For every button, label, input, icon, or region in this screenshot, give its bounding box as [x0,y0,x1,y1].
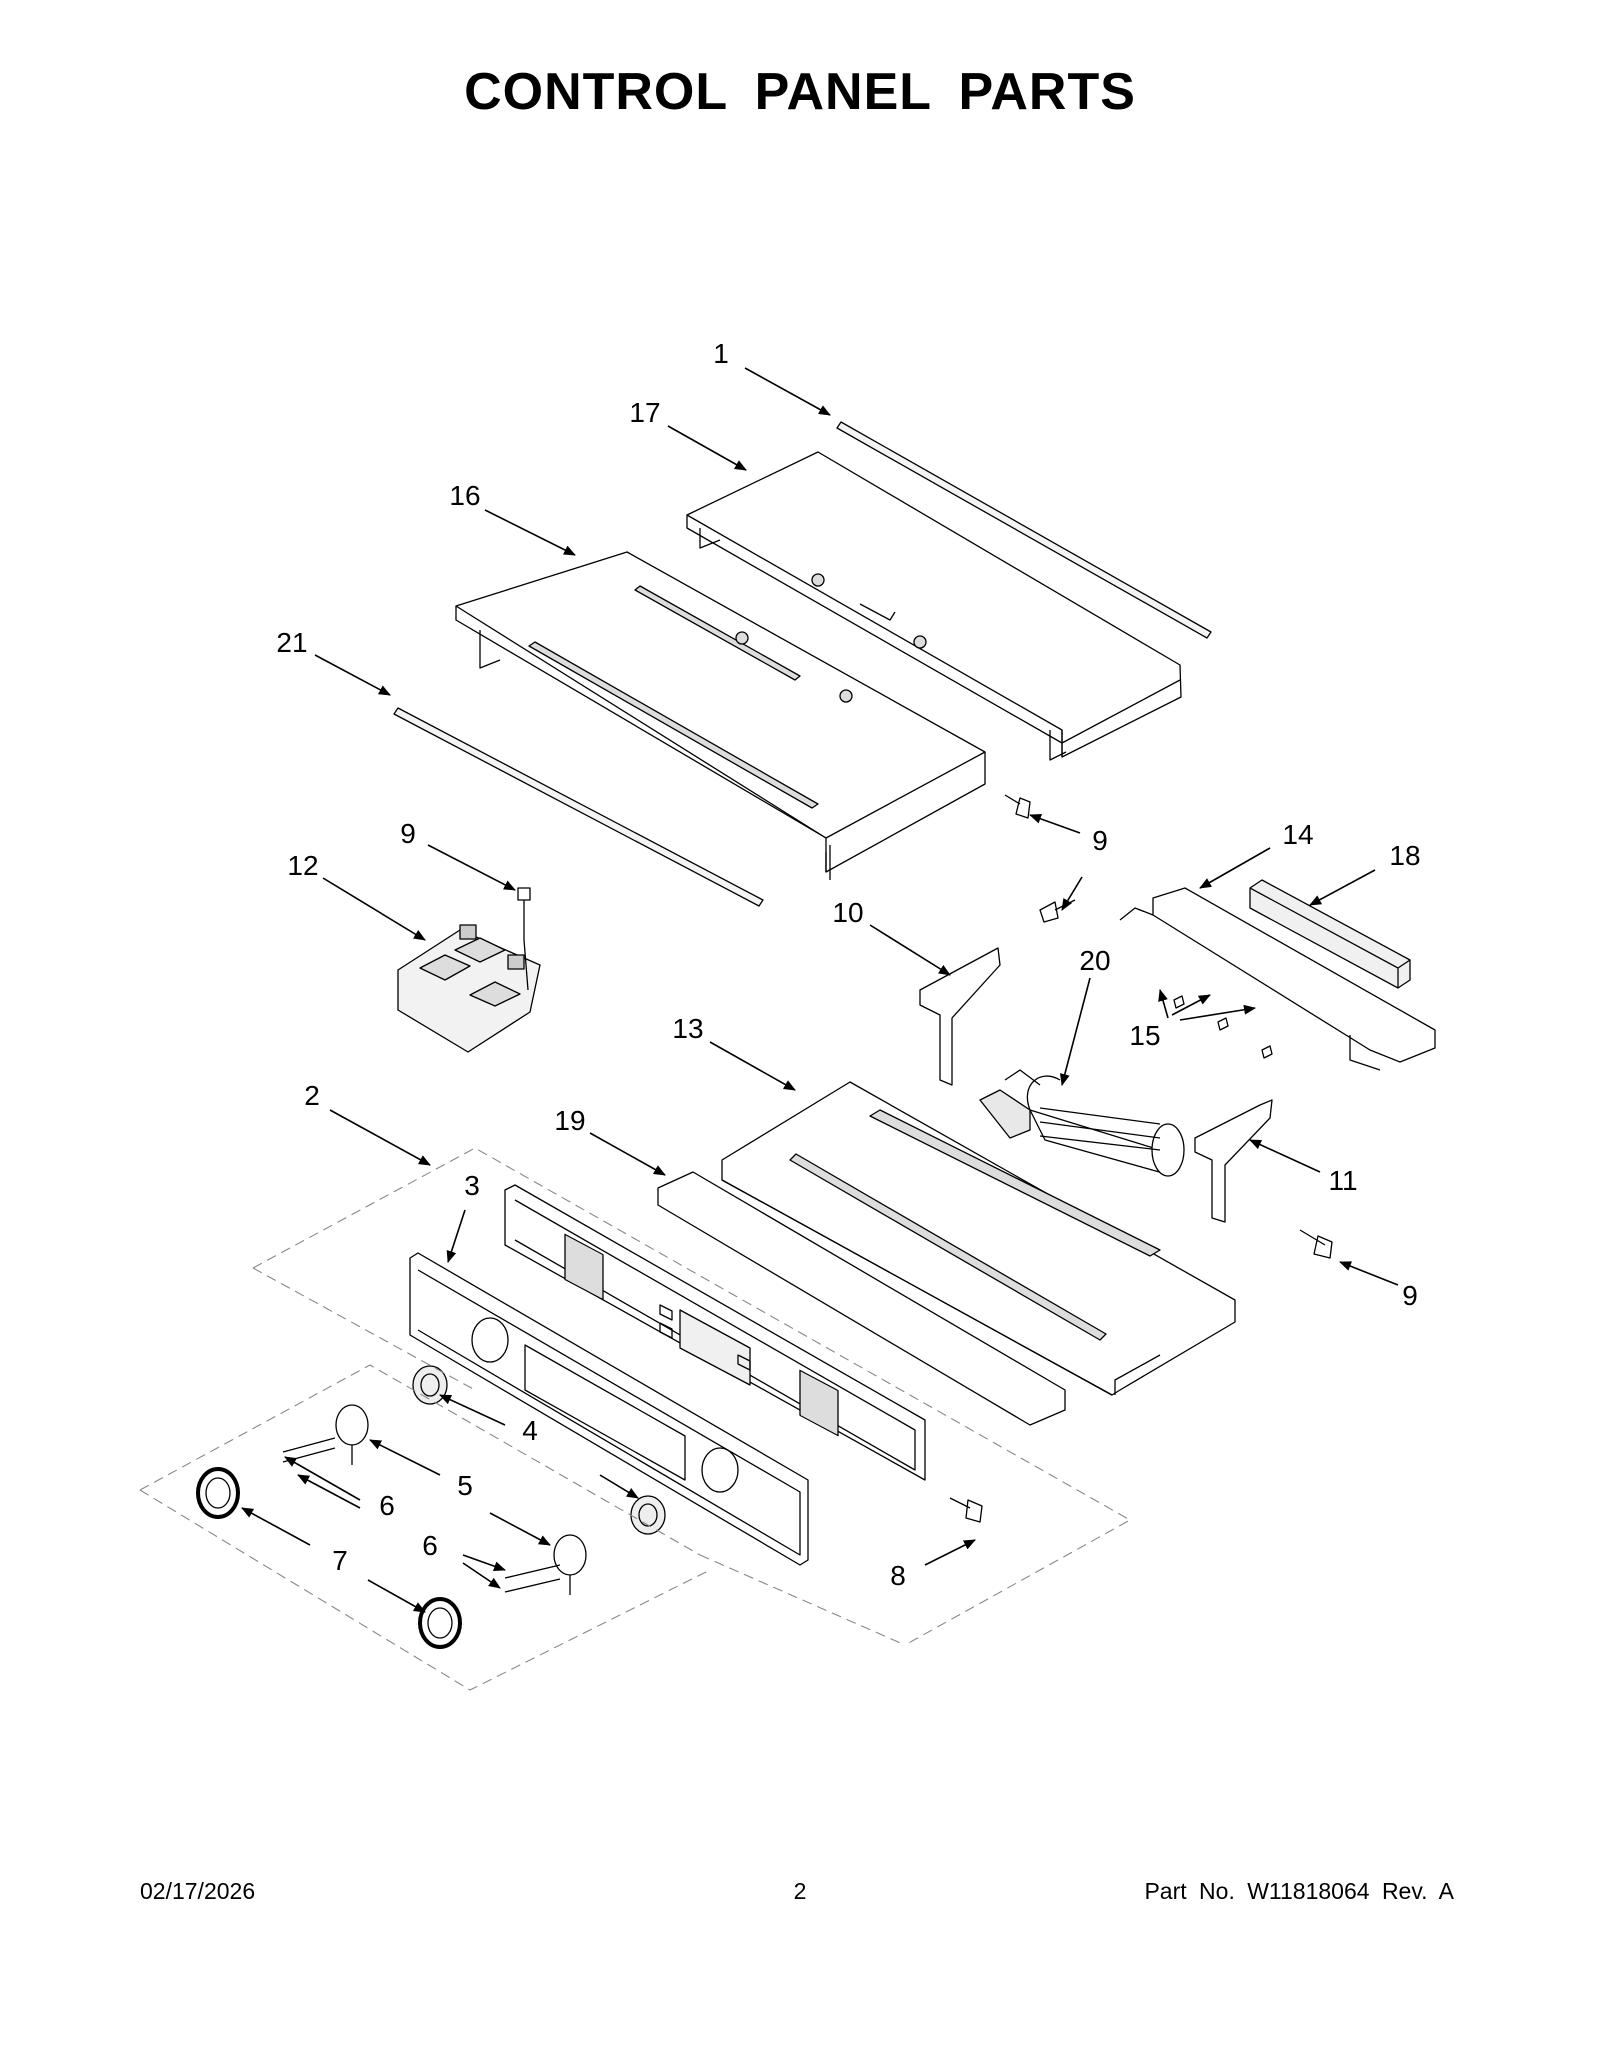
part-6-screws-a [282,1437,336,1463]
part-1-strip [836,421,1212,639]
callout-16: 16 [449,480,480,511]
callout-17: 17 [629,397,660,428]
callout-6-a: 6 [379,1490,395,1521]
part-7-knob-a [196,1467,240,1519]
callout-12: 12 [287,850,318,881]
part-5-encoder-a [335,1404,369,1465]
part-14-bracket [1119,887,1436,1071]
part-11-bracket [1194,1099,1273,1223]
part-6-screws-b [504,1564,561,1593]
callout-21: 21 [276,627,307,658]
callout-13: 13 [672,1013,703,1044]
callout-2: 2 [304,1080,320,1111]
callout-18: 18 [1389,840,1420,871]
callout-1: 1 [713,338,729,369]
assembly-guide-lines [139,1147,1131,1691]
part-21-strip [393,707,764,907]
part-2-housing [504,1184,926,1481]
part-15-pins [1173,995,1273,1059]
callout-9-c: 9 [1402,1280,1418,1311]
footer-date: 02/17/2026 [140,1878,256,1904]
callout-14: 14 [1282,819,1313,850]
footer-page-number: 2 [793,1878,807,1904]
part-19-shield [657,1171,1066,1426]
callout-11: 11 [1328,1165,1357,1196]
callout-6-b: 6 [422,1530,438,1561]
callout-4: 4 [522,1415,538,1446]
part-16-lower-cover [455,551,986,880]
part-9-screw-a [1004,794,1031,819]
footer-part-number: Part No. W11818064 Rev. A [1144,1878,1454,1904]
part-18-foam-strip [1249,879,1411,989]
part-9-screw-d [1299,1229,1333,1259]
callout-20: 20 [1079,945,1110,976]
part-3-trim [409,1252,809,1566]
part-8-screw [949,1497,983,1523]
part-7-knob-b [418,1597,462,1649]
callout-8: 8 [890,1560,906,1591]
part-20-blower [979,1069,1185,1177]
callout-19: 19 [554,1105,585,1136]
callout-15: 15 [1129,1020,1160,1051]
callout-5: 5 [457,1470,473,1501]
part-9-screw-b [517,887,531,940]
part-5-encoder-b [553,1534,587,1595]
part-12-control-board [397,924,541,1053]
callout-3: 3 [464,1170,480,1201]
part-4-bezel-b [630,1495,666,1535]
leader-arrows [241,367,1399,1613]
page-title: CONTROL PANEL PARTS [464,63,1136,121]
callout-10: 10 [832,897,863,928]
part-9-screw-c [1039,899,1076,923]
part-13-mounting-plate [721,1081,1236,1396]
callout-9-b: 9 [1092,825,1108,856]
part-10-bracket [919,947,1001,1086]
callout-7: 7 [332,1545,348,1576]
callout-9-a: 9 [400,818,416,849]
part-17-upper-cover [686,451,1182,761]
